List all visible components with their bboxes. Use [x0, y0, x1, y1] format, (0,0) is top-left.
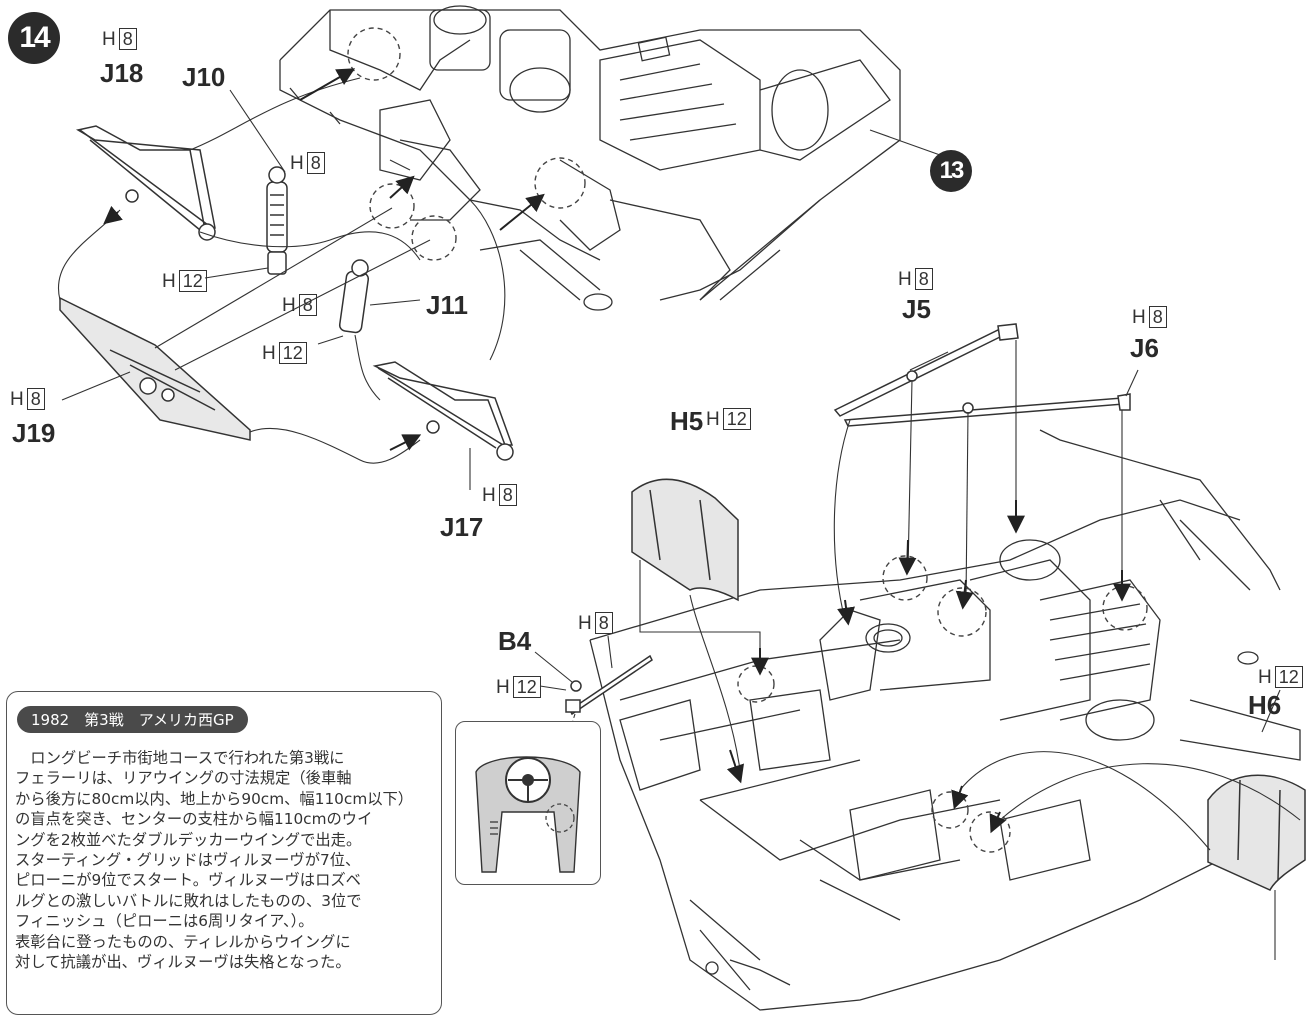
color-code-number: 12	[178, 270, 207, 292]
color-code-number: 12	[278, 342, 307, 364]
color-code-letter: H	[1132, 307, 1146, 328]
color-code-letter: H	[898, 269, 912, 290]
color-code-number: 8	[298, 294, 317, 316]
note-line: フェラーリは、リアウイングの寸法規定（後車軸	[15, 769, 352, 788]
part-label-j19: J19	[12, 418, 56, 448]
direction-arrows	[103, 68, 545, 451]
part-label-j10: J10	[182, 62, 226, 92]
color-code-number: 8	[914, 268, 933, 290]
side-panel-h5	[631, 478, 739, 602]
note-body: ロングビーチ市街地コースで行われた第3戦に フェラーリは、リアウイングの寸法規定…	[15, 748, 435, 972]
color-code-number: 12	[512, 676, 541, 698]
cockpit-detail-inset	[455, 721, 601, 885]
detail-highlights	[347, 27, 586, 261]
color-code-number: 8	[306, 152, 325, 174]
color-code-number: 8	[118, 28, 137, 50]
note-line: ロングビーチ市街地コースで行われた第3戦に	[15, 749, 345, 767]
chassis-illustration	[589, 429, 1301, 1011]
note-line: ングを2枚並べたダブルデッカーウイングで出走。	[15, 830, 362, 849]
note-line: から後方に80cm以内、地上から90cm、幅110cm以下）	[15, 789, 414, 808]
color-code-number: 8	[1148, 306, 1167, 328]
part-label-j18: J18	[100, 58, 144, 88]
note-line: 表彰台に登ったものの、ティレルからウイングに	[15, 932, 351, 951]
note-line: ルグとの激しいバトルに敗れはしたものの、3位で	[15, 891, 362, 910]
side-panel-h6	[1207, 774, 1306, 891]
part-label-j5: J5	[902, 294, 931, 324]
color-code-letter: H	[482, 485, 496, 506]
color-code-letter: H	[290, 153, 304, 174]
cockpit-detail-drawing	[475, 756, 581, 873]
color-code-letter: H	[162, 271, 176, 292]
steering-b4	[565, 654, 653, 716]
color-code-number: 12	[1274, 666, 1303, 688]
part-label-j11: J11	[426, 290, 468, 320]
note-line: の盲点を突き、センターの支柱から幅110cmのウイ	[15, 810, 373, 829]
color-code-number: 8	[594, 612, 613, 634]
color-code-letter: H	[1258, 667, 1272, 688]
color-code-number: 8	[26, 388, 45, 410]
part-label-h5: H5	[670, 406, 704, 436]
note-line: スターティング・グリッドはヴィルヌーヴが7位、	[15, 851, 361, 870]
color-code-letter: H	[496, 677, 510, 698]
color-code-letter: H	[10, 389, 24, 410]
engine-gearbox-illustration	[279, 5, 901, 311]
color-code-letter: H	[706, 409, 720, 430]
part-label-j17: J17	[440, 512, 484, 542]
note-line: ピローニが9位でスタート。ヴィルヌーヴはロズベ	[15, 871, 361, 890]
suspension-parts	[59, 125, 514, 461]
color-code-letter: H	[262, 343, 276, 364]
color-code-letter: H	[102, 29, 116, 50]
step-number-badge: 14	[8, 12, 60, 64]
part-label-h6: H6	[1248, 690, 1282, 720]
color-code-number: 12	[722, 408, 751, 430]
wing-parts	[833, 323, 1131, 427]
note-line: 対して抗議が出、ヴィルヌーヴは失格となった。	[15, 953, 351, 972]
color-code-letter: H	[578, 613, 592, 634]
part-label-j6: J6	[1130, 333, 1159, 363]
part-label-b4: B4	[498, 626, 532, 656]
leader-lines	[57, 77, 941, 490]
color-code-number: 8	[498, 484, 517, 506]
note-title: 1982 第3戦 アメリカ西GP	[17, 706, 248, 733]
note-line: フィニッシュ（ピローニは6周リタイア、）。	[15, 912, 314, 931]
history-note-box: 1982 第3戦 アメリカ西GP ロングビーチ市街地コースで行われた第3戦に フ…	[6, 691, 442, 1015]
color-code-letter: H	[282, 295, 296, 316]
reference-step-badge: 13	[930, 150, 972, 192]
